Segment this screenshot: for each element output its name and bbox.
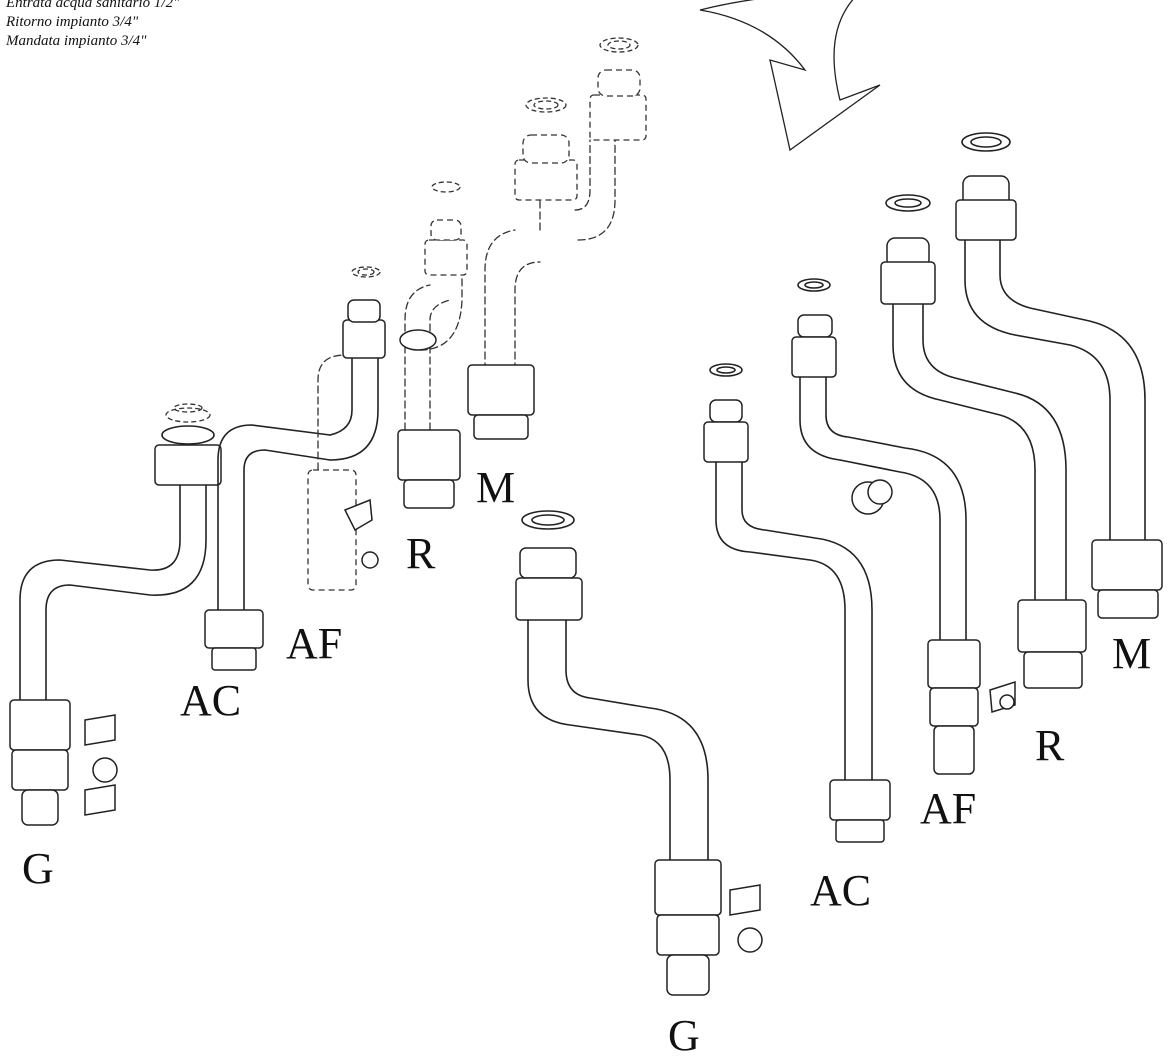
label-right-af: AF bbox=[920, 784, 976, 833]
rotation-arrow-icon bbox=[699, 0, 881, 152]
right-assembly: G AC AF R M bbox=[668, 132, 1163, 1057]
right-m-pipe bbox=[955, 132, 1163, 619]
legend: Entrata acqua sanitario 1/2" Ritorno imp… bbox=[6, 0, 179, 51]
left-m-pipe bbox=[467, 97, 578, 440]
label-left-m: M bbox=[476, 463, 515, 512]
label-left-ac: AC bbox=[180, 676, 241, 725]
left-af-pipe bbox=[307, 266, 386, 591]
label-right-m: M bbox=[1112, 629, 1151, 678]
left-ac-pipe bbox=[204, 424, 331, 671]
left-g-pipe bbox=[9, 403, 222, 826]
left-r-pipe bbox=[397, 181, 468, 509]
left-rear-pipe bbox=[574, 37, 647, 241]
middle-g-pipe bbox=[515, 510, 763, 996]
label-right-r: R bbox=[1035, 721, 1065, 770]
right-ac-pipe bbox=[703, 363, 891, 843]
legend-line-mandata: Mandata impianto 3/4" bbox=[6, 33, 147, 49]
label-left-af: AF bbox=[286, 619, 342, 668]
left-assembly: G AC AF R M bbox=[9, 37, 647, 893]
legend-line-entrata: Entrata acqua sanitario 1/2" bbox=[6, 0, 180, 11]
label-right-ac: AC bbox=[810, 866, 871, 915]
label-left-r: R bbox=[406, 529, 436, 578]
label-left-g: G bbox=[22, 844, 54, 893]
label-right-g: G bbox=[668, 1011, 700, 1057]
right-af-pipe bbox=[791, 278, 1016, 775]
right-r-pipe bbox=[880, 194, 1087, 689]
legend-line-ritorno: Ritorno impianto 3/4" bbox=[6, 14, 139, 30]
